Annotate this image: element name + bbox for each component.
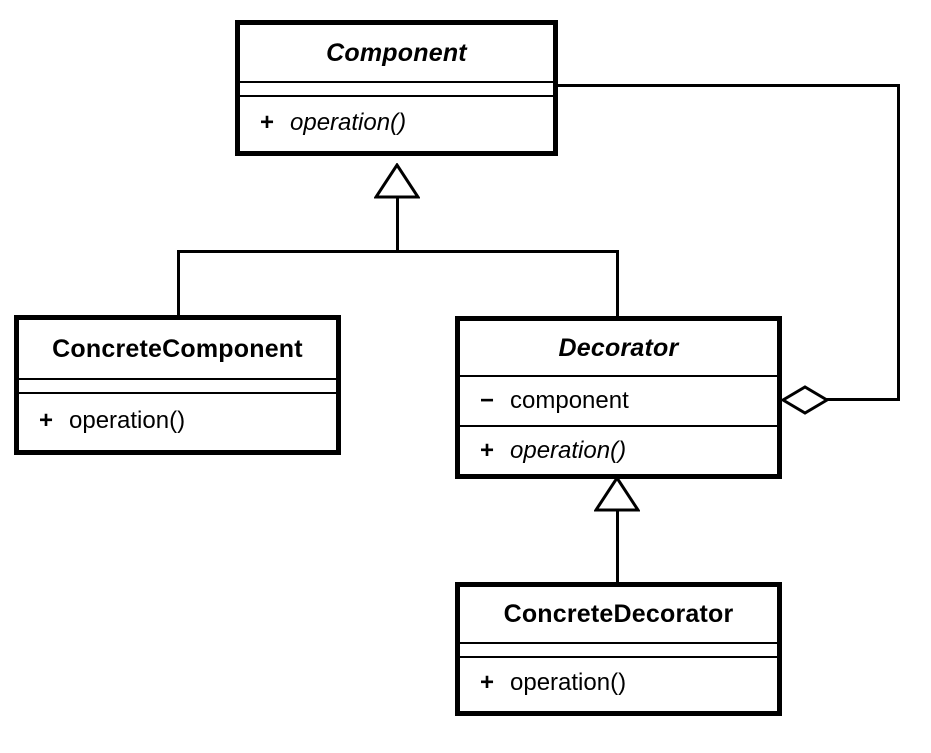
generalization-split-bar bbox=[177, 250, 619, 253]
aggregation-segment-top bbox=[556, 84, 900, 87]
class-attributes-compartment-concrete-component bbox=[19, 378, 336, 392]
aggregation-segment-bottom bbox=[824, 398, 900, 401]
operation-row-concrete-decorator-operation: + operation() bbox=[460, 669, 626, 697]
class-operations-compartment-concrete-decorator: + operation() bbox=[460, 656, 777, 707]
attribute-row-decorator-component: − component bbox=[460, 387, 629, 415]
generalization-hollow-triangle-decorator-icon bbox=[593, 475, 641, 512]
generalization-trunk-component bbox=[396, 196, 399, 252]
class-box-concrete-decorator[interactable]: ConcreteDecorator + operation() bbox=[455, 582, 782, 716]
class-attributes-compartment-component bbox=[240, 81, 553, 95]
visibility-marker: − bbox=[480, 387, 495, 414]
visibility-marker: + bbox=[260, 109, 275, 136]
generalization-branch-decorator bbox=[616, 250, 619, 318]
operation-signature: operation() bbox=[510, 668, 627, 696]
class-name-compartment-concrete-component: ConcreteComponent bbox=[19, 320, 336, 378]
class-attributes-compartment-concrete-decorator bbox=[460, 642, 777, 656]
visibility-marker: + bbox=[480, 668, 495, 696]
visibility-marker: + bbox=[480, 436, 495, 464]
class-box-concrete-component[interactable]: ConcreteComponent + operation() bbox=[14, 315, 341, 455]
class-name-compartment-decorator: Decorator bbox=[460, 321, 777, 375]
generalization-branch-concrete-component bbox=[177, 250, 180, 318]
class-operations-compartment-concrete-component: + operation() bbox=[19, 392, 336, 448]
class-name-concrete-decorator: ConcreteDecorator bbox=[503, 600, 734, 628]
class-operations-compartment-component: + operation() bbox=[240, 95, 553, 149]
class-name-compartment-concrete-decorator: ConcreteDecorator bbox=[460, 587, 777, 642]
attribute-signature: component bbox=[510, 387, 629, 414]
aggregation-hollow-diamond-icon bbox=[780, 384, 830, 416]
operation-row-component-operation: + operation() bbox=[240, 109, 406, 137]
class-attributes-compartment-decorator: − component bbox=[460, 375, 777, 425]
class-name-compartment-component: Component bbox=[240, 25, 553, 81]
operation-signature: operation() bbox=[69, 407, 186, 434]
generalization-trunk-decorator bbox=[616, 509, 619, 585]
class-box-decorator[interactable]: Decorator − component + operation() bbox=[455, 316, 782, 479]
aggregation-segment-right bbox=[897, 84, 900, 401]
operation-row-concrete-component-operation: + operation() bbox=[19, 407, 185, 435]
class-name-decorator: Decorator bbox=[558, 333, 679, 362]
operation-row-decorator-operation: + operation() bbox=[460, 437, 626, 465]
operation-signature: operation() bbox=[510, 436, 627, 464]
operation-signature: operation() bbox=[290, 109, 407, 136]
class-name-component: Component bbox=[326, 38, 467, 67]
class-operations-compartment-decorator: + operation() bbox=[460, 425, 777, 474]
class-name-concrete-component: ConcreteComponent bbox=[52, 334, 303, 363]
generalization-hollow-triangle-component-icon bbox=[373, 162, 421, 199]
class-box-component[interactable]: Component + operation() bbox=[235, 20, 558, 156]
visibility-marker: + bbox=[39, 407, 54, 434]
